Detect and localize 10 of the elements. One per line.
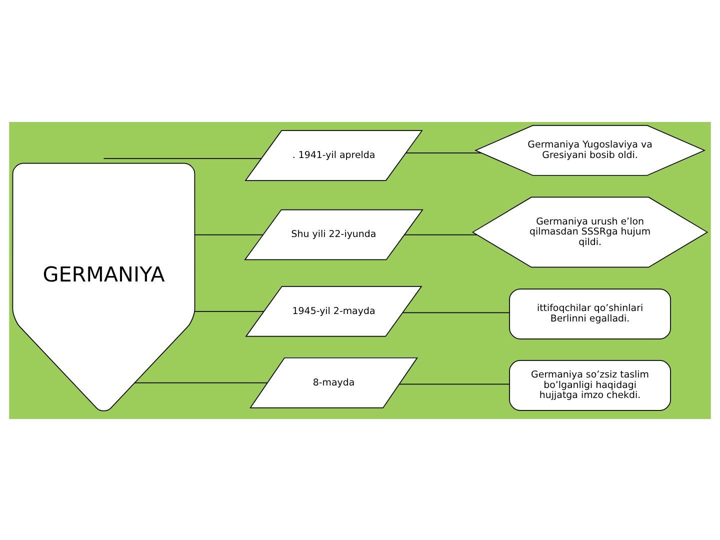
connector	[194, 310, 264, 312]
connector	[402, 312, 510, 313]
connector	[406, 152, 482, 153]
node-box: ittifoqchilar qo’shinlari Berlinni egalladi.	[509, 288, 671, 339]
connector	[404, 234, 478, 235]
connector	[399, 383, 510, 384]
connector	[103, 158, 262, 159]
connector	[194, 234, 264, 235]
connector	[134, 382, 268, 383]
node-box: Germaniya so’zsiz taslim bo’lganligi haqidagi hujjatga imzo chekdi.	[509, 360, 671, 410]
